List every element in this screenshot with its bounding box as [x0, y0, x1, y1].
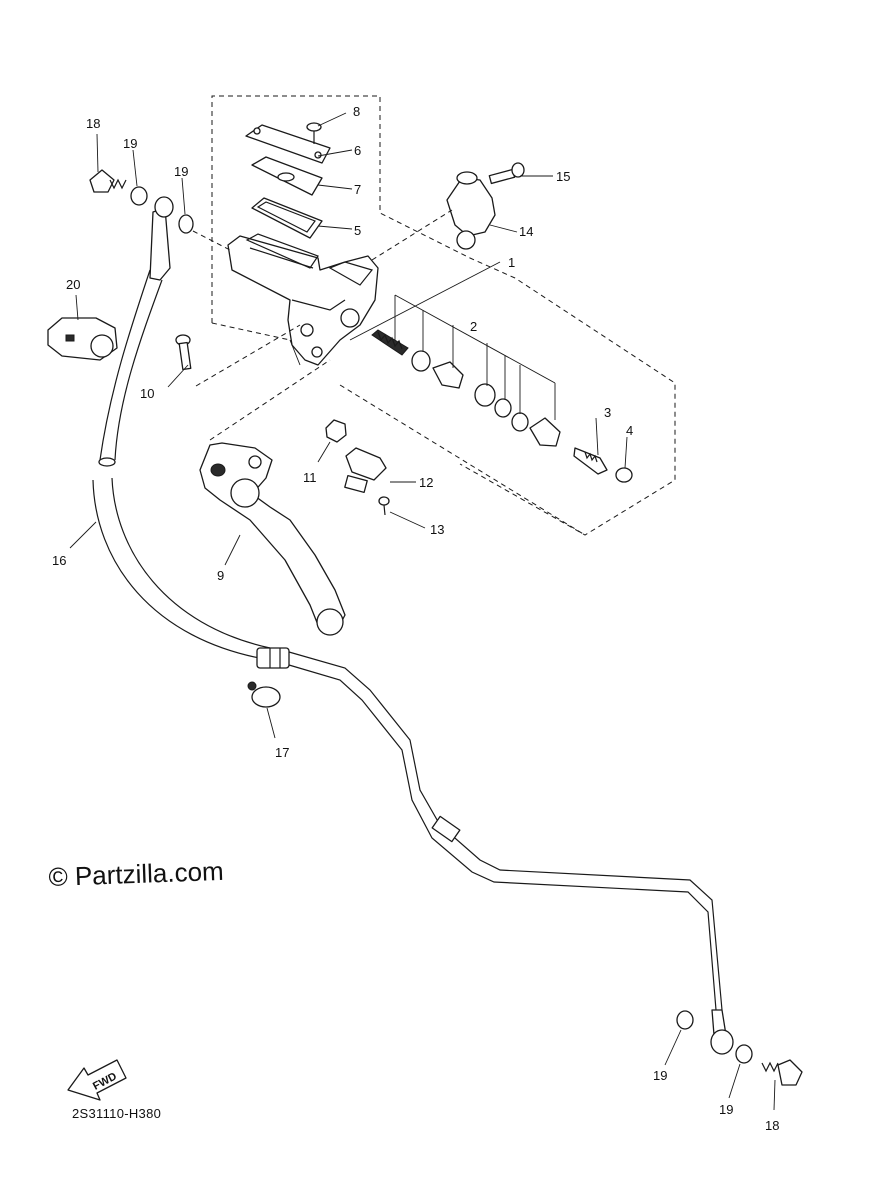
callout-7: 7 — [354, 182, 361, 197]
part-reservoir-cap[interactable] — [245, 124, 331, 164]
callout-12: 12 — [419, 475, 433, 490]
part-diaphragm[interactable] — [251, 197, 323, 239]
callout-3: 3 — [604, 405, 611, 420]
watermark-text: © Partzilla.com — [48, 855, 225, 892]
part-piston-kit[interactable] — [371, 329, 561, 447]
part-washer-lower-b[interactable] — [735, 1044, 753, 1064]
part-washer-lower-a[interactable] — [676, 1010, 694, 1030]
part-boot-cap[interactable] — [615, 467, 633, 483]
callout-9: 9 — [217, 568, 224, 583]
part-hose-clip[interactable] — [247, 681, 281, 708]
part-cap-screw[interactable] — [306, 122, 322, 144]
part-pivot-bolt[interactable] — [175, 334, 192, 371]
part-union-bolt-upper[interactable] — [89, 169, 127, 193]
diagram-code: 2S31110-H380 — [72, 1106, 162, 1121]
fwd-arrow-icon: FWD — [67, 1059, 127, 1101]
part-brake-pipe[interactable] — [288, 651, 734, 1055]
part-holder-clamp[interactable] — [446, 171, 496, 250]
assembly-outline-diag — [339, 384, 586, 536]
callout-19-lower-b: 19 — [719, 1102, 733, 1117]
assembly-outline-lower — [211, 322, 291, 341]
callout-11: 11 — [303, 470, 317, 485]
callout-19-upper-a: 19 — [123, 136, 137, 151]
callout-17: 17 — [275, 745, 289, 760]
part-brake-switch[interactable] — [344, 447, 387, 494]
callout-labels: 1 2 3 4 5 6 7 8 9 10 11 12 13 14 15 16 1… — [52, 104, 779, 1133]
assembly-outline-upper — [211, 95, 676, 536]
part-2-leaders — [394, 294, 556, 420]
callout-10: 10 — [140, 386, 154, 401]
part-switch-housing[interactable] — [47, 317, 118, 361]
callout-13: 13 — [430, 522, 444, 537]
callout-19-lower-a: 19 — [653, 1068, 667, 1083]
callout-18-upper: 18 — [86, 116, 100, 131]
callout-1: 1 — [508, 255, 515, 270]
callout-20: 20 — [66, 277, 80, 292]
part-master-cylinder[interactable] — [227, 233, 379, 366]
part-push-rod[interactable] — [573, 447, 608, 475]
callout-5: 5 — [354, 223, 361, 238]
callout-2: 2 — [470, 319, 477, 334]
part-switch-screw[interactable] — [378, 496, 390, 516]
part-brake-hose[interactable] — [92, 196, 290, 669]
part-washer-upper-b[interactable] — [178, 214, 194, 234]
callout-4: 4 — [626, 423, 633, 438]
callout-18-lower: 18 — [765, 1118, 779, 1133]
part-pivot-nut[interactable] — [325, 419, 347, 443]
callout-8: 8 — [353, 104, 360, 119]
part-brake-lever[interactable] — [199, 442, 346, 636]
part-washer-upper-a[interactable] — [130, 186, 148, 206]
callout-leaders — [69, 112, 776, 1111]
callout-16: 16 — [52, 553, 66, 568]
callout-6: 6 — [354, 143, 361, 158]
callout-19-upper-b: 19 — [174, 164, 188, 179]
callout-15: 15 — [556, 169, 570, 184]
part-clamp-bolt[interactable] — [488, 162, 525, 185]
callout-14: 14 — [519, 224, 533, 239]
part-diaphragm-plate[interactable] — [251, 156, 323, 196]
part-union-bolt-lower[interactable] — [761, 1059, 803, 1086]
